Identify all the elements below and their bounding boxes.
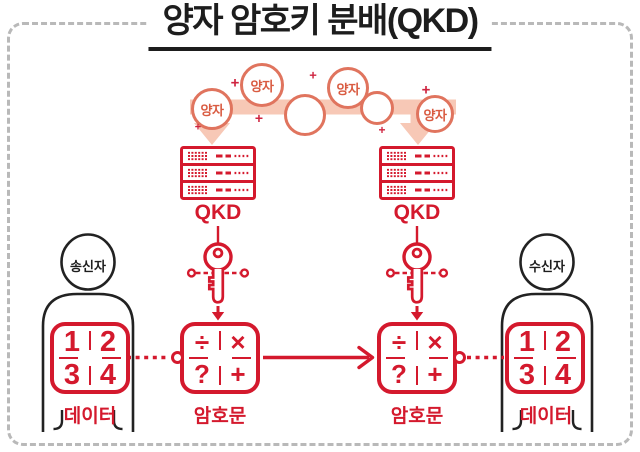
divider — [416, 366, 418, 385]
data-value: 4 — [99, 359, 117, 391]
quantum-particle-2: 양자 — [240, 63, 284, 107]
quantum-particle-4: 양자 — [416, 95, 454, 133]
data-value: 1 — [518, 326, 536, 358]
cipher-symbol: × — [427, 326, 443, 357]
plus-mark: + — [194, 121, 202, 134]
plus-mark: + — [230, 74, 240, 92]
qkd-label-right: QKD — [393, 201, 441, 224]
divider — [189, 357, 208, 359]
data-value: 1 — [63, 326, 81, 358]
quantum-particle-1: 양자 — [191, 88, 233, 130]
receiver-data-box: 1 2 3 4 — [505, 322, 585, 394]
plus-mark: + — [254, 110, 264, 126]
cipher-symbol: + — [427, 358, 443, 389]
cipher-label-right: 암호문 — [390, 406, 444, 427]
divider — [89, 366, 91, 385]
divider — [416, 331, 418, 350]
divider — [544, 366, 546, 385]
divider — [514, 357, 533, 359]
qkd-server-icon-right — [379, 146, 455, 200]
sender-data-label: 데이터 — [63, 406, 117, 427]
page-title: 양자 암호키 분배(QKD) — [148, 0, 492, 51]
receiver-data-label: 데이터 — [519, 406, 573, 427]
divider — [102, 357, 121, 359]
quantum-particle-label: 양자 — [200, 102, 224, 118]
receiver-role-label: 수신자 — [529, 259, 565, 274]
divider — [219, 331, 221, 350]
divider — [557, 357, 576, 359]
quantum-particle-3: 양자 — [327, 67, 369, 109]
divider — [386, 357, 405, 359]
cipher-symbol: ÷ — [194, 326, 210, 357]
band-arrow-left-icon — [194, 123, 230, 145]
qkd-server-icon-left — [180, 146, 256, 200]
quantum-particle-empty-2 — [360, 91, 394, 125]
divider — [232, 357, 251, 359]
divider — [59, 357, 78, 359]
plus-mark: + — [378, 123, 386, 137]
quantum-particle-label: 양자 — [423, 107, 447, 123]
cipher-label-left: 암호문 — [193, 406, 247, 427]
data-value: 2 — [554, 326, 572, 358]
divider — [429, 357, 448, 359]
cipher-symbol: ? — [391, 358, 407, 389]
divider — [219, 366, 221, 385]
cipher-symbol: + — [230, 358, 246, 389]
quantum-particle-empty-1 — [284, 94, 326, 136]
quantum-particle-label: 양자 — [336, 81, 360, 97]
quantum-key-icon-left — [186, 226, 250, 321]
cipher-box-right: ÷ × ? + — [377, 322, 457, 394]
plus-mark: + — [309, 67, 317, 83]
sender-data-box: 1 2 3 4 — [50, 322, 130, 394]
qkd-label-left: QKD — [194, 201, 242, 224]
data-value: 2 — [99, 326, 117, 358]
divider — [544, 331, 546, 350]
data-value: 4 — [554, 359, 572, 391]
cipher-symbol: ? — [194, 358, 210, 389]
quantum-key-icon-right — [385, 226, 449, 321]
cipher-box-left: ÷ × ? + — [180, 322, 260, 394]
data-value: 3 — [518, 359, 536, 391]
divider — [89, 331, 91, 350]
sender-role-label: 송신자 — [70, 259, 106, 274]
quantum-particle-label: 양자 — [250, 78, 274, 94]
cipher-symbol: × — [230, 326, 246, 357]
data-value: 3 — [63, 359, 81, 391]
plus-mark: + — [421, 81, 431, 99]
cipher-symbol: ÷ — [391, 326, 407, 357]
